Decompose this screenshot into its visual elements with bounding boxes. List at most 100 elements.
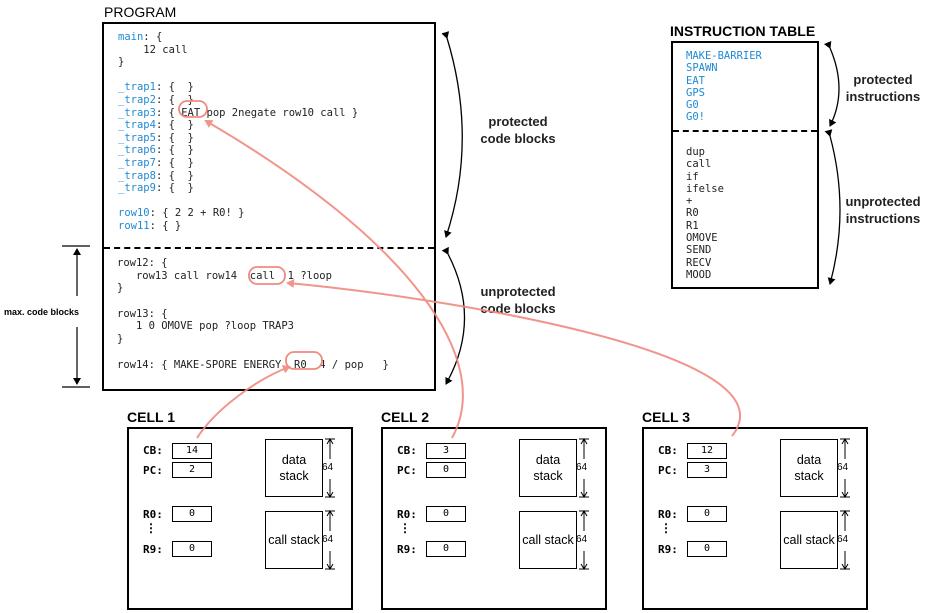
block-label: _trap3 [118, 106, 156, 119]
instruction-item: R1 [686, 219, 699, 232]
block-body: : { } [155, 156, 194, 169]
block-label: _trap8 [118, 169, 156, 182]
code-line: } [117, 282, 124, 295]
block-body: : { } [155, 93, 194, 106]
instruction-item: MAKE-BARRIER [686, 50, 762, 62]
code-line [117, 295, 389, 308]
instruction-item: GPS [686, 86, 705, 99]
instruction-divider [673, 130, 817, 132]
call-stack-size: 64 [837, 534, 849, 545]
instruction-item: SPAWN [686, 62, 718, 75]
code-line: _trap1: { } [118, 81, 358, 94]
code-line: } [117, 333, 124, 346]
r9-label: R9: [658, 543, 678, 556]
program-title: PROGRAM [104, 4, 177, 20]
block-label: row11 [118, 219, 150, 232]
data-stack-size: 64 [322, 462, 334, 473]
block-label: _trap1 [118, 81, 156, 94]
cb-label: CB: [658, 444, 678, 457]
block-body: : { EAT pop 2negate row10 call } [155, 106, 359, 119]
cb-label: CB: [397, 444, 417, 457]
block-label: row10 [118, 207, 150, 220]
instruction-item: ifelse [686, 182, 724, 195]
max-code-blocks-label: max. code blocks [4, 307, 80, 317]
instruction-table-title: INSTRUCTION TABLE [670, 23, 816, 39]
protection-divider [104, 247, 434, 249]
cell-box: CB: 14 PC: 2 R0: 0 ⋮ R9: 0 data stack ca… [127, 427, 353, 610]
instruction-item: RECV [686, 256, 712, 269]
block-label: _trap4 [118, 119, 156, 132]
call-stack: call stack [519, 511, 577, 569]
pc-register: 2 [172, 462, 212, 478]
data-stack-size: 64 [576, 462, 588, 473]
cell-title: CELL 2 [381, 409, 429, 425]
instruction-item: call [686, 158, 712, 171]
cell-box: CB: 3 PC: 0 R0: 0 ⋮ R9: 0 data stack cal… [381, 427, 607, 610]
code-line [118, 195, 358, 208]
stack-size-markers [840, 438, 850, 570]
block-body: : { } [155, 144, 194, 157]
code-line: _trap4: { } [118, 119, 358, 132]
stack-size-markers [325, 438, 335, 570]
cell-box: CB: 12 PC: 3 R0: 0 ⋮ R9: 0 data stack ca… [642, 427, 868, 610]
r9-label: R9: [397, 543, 417, 556]
block-body: } [118, 56, 125, 69]
cb-register: 3 [426, 443, 466, 459]
code-line: _trap9: { } [118, 182, 358, 195]
code-line: _trap3: { EAT pop 2negate row10 call } [118, 107, 358, 120]
instruction-item: EAT [686, 74, 705, 87]
code-line [117, 346, 389, 359]
block-body: : { } [155, 119, 194, 132]
call-stack-size: 64 [576, 534, 588, 545]
block-label: _trap9 [118, 182, 156, 195]
call-stack: call stack [780, 511, 838, 569]
code-line: 1 0 OMOVE pop ?loop TRAP3 [117, 320, 295, 333]
block-label: _trap5 [118, 131, 156, 144]
block-label: main [118, 31, 144, 43]
code-line: row13 call row14 call 1 ?loop [117, 269, 332, 282]
r0-label: R0: [397, 508, 417, 521]
cb-register: 12 [687, 443, 727, 459]
code-line: } [118, 56, 358, 69]
cell-title: CELL 3 [642, 409, 690, 425]
r0-label: R0: [143, 508, 163, 521]
block-body: : { [143, 31, 163, 43]
block-body: : { 2 2 + R0! } [149, 207, 245, 220]
pc-register: 0 [426, 462, 466, 478]
instruction-item: OMOVE [686, 232, 718, 245]
protected-code: main: { 12 call}_trap1: { }_trap2: { }_t… [118, 31, 358, 233]
instruction-item: + [686, 195, 693, 208]
r0-register: 0 [426, 506, 466, 522]
unprotected-code: row12: { row13 call row14 call 1 ?loop}r… [117, 257, 389, 371]
data-stack: data stack [265, 439, 323, 497]
call-stack-size: 64 [322, 534, 334, 545]
data-stack-size: 64 [837, 462, 849, 473]
call-stack: call stack [265, 511, 323, 569]
instruction-item: G0 [686, 99, 699, 112]
block-body: : { } [155, 131, 194, 144]
r0-register: 0 [172, 506, 212, 522]
pc-label: PC: [658, 464, 678, 477]
block-label: _trap2 [118, 93, 156, 106]
register-ellipsis: ⋮ [660, 521, 672, 535]
code-line: _trap2: { } [118, 94, 358, 107]
r9-label: R9: [143, 543, 163, 556]
instruction-item: G0! [686, 111, 705, 124]
stack-size-markers [579, 438, 589, 570]
code-line: main: { [118, 31, 358, 44]
code-line: row10: { 2 2 + R0! } [118, 207, 358, 220]
pc-label: PC: [143, 464, 163, 477]
cb-label: CB: [143, 444, 163, 457]
instruction-item: dup [686, 146, 705, 158]
instruction-item: SEND [686, 244, 712, 257]
code-line: _trap6: { } [118, 144, 358, 157]
block-label: _trap6 [118, 144, 156, 157]
unprotected-blocks-arrow [441, 246, 466, 385]
code-line: row14: { MAKE-SPORE ENERGY R0 4 / pop } [117, 358, 389, 371]
cb-register: 14 [172, 443, 212, 459]
